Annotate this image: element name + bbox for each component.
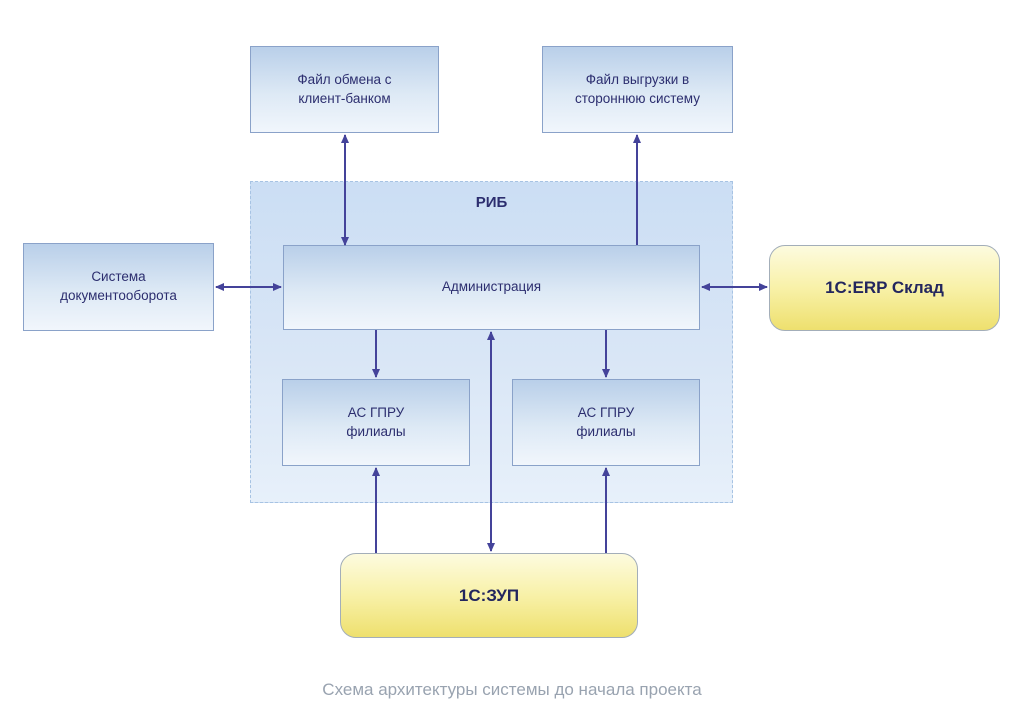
node-file-exchange: Файл обмена с клиент-банком bbox=[250, 46, 439, 133]
node-branch-left: АС ГПРУ филиалы bbox=[282, 379, 470, 466]
diagram-caption: Схема архитектуры системы до начала прое… bbox=[322, 680, 702, 699]
node-zup: 1С:ЗУП bbox=[340, 553, 638, 638]
node-file-upload: Файл выгрузки в стороннюю систему bbox=[542, 46, 733, 133]
node-branch-right: АС ГПРУ филиалы bbox=[512, 379, 700, 466]
rib-label: РИБ bbox=[475, 194, 508, 211]
node-admin: Администрация bbox=[283, 245, 700, 330]
node-erp: 1С:ERP Склад bbox=[769, 245, 1000, 331]
node-dms: Система документооборота bbox=[23, 243, 214, 331]
